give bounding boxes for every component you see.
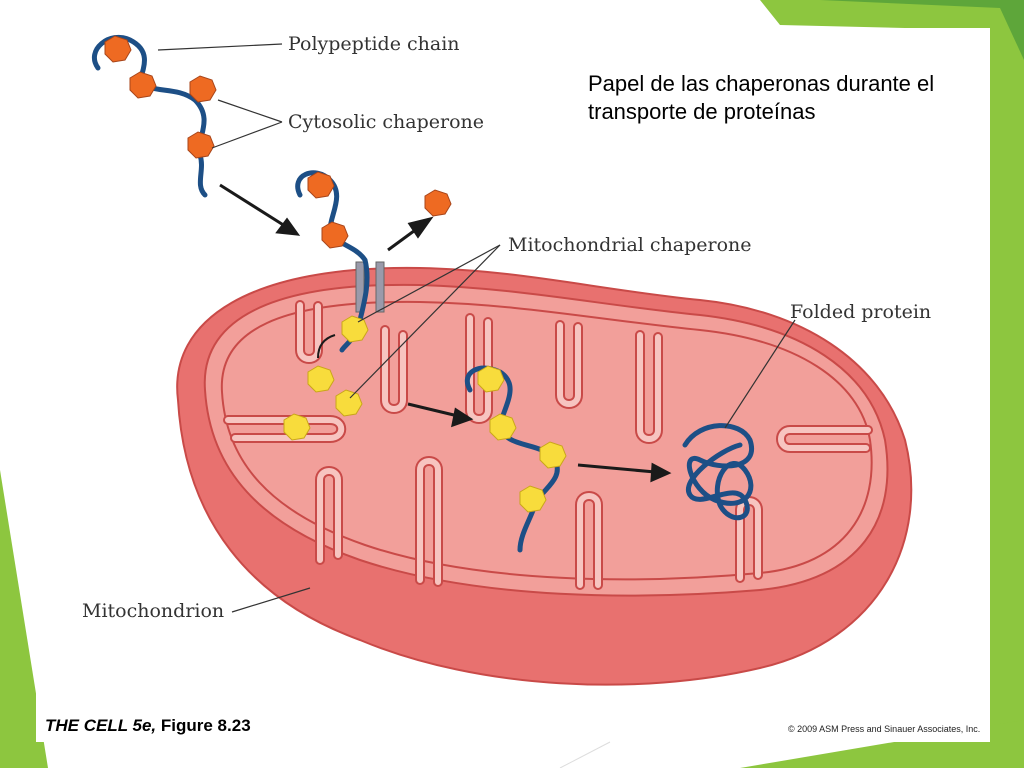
released-cytosolic-chaperone: [424, 189, 452, 217]
folded-protein: [682, 423, 755, 521]
mitochondrial-chaperone: [489, 413, 517, 441]
figure-number: Figure 8.23: [160, 716, 251, 735]
arrowhead: [275, 217, 301, 236]
leader-cytosolic-1: [217, 99, 283, 123]
cytosolic-chaperone: [129, 71, 157, 99]
inner-membrane: [220, 300, 873, 581]
crista: [577, 493, 601, 588]
mitochondrial-chaperone: [519, 485, 547, 513]
label-folded-protein: Folded protein: [790, 301, 931, 323]
mitochondrial-chaperone: [341, 315, 369, 343]
arrow-to-import: [219, 183, 286, 228]
cytosolic-chaperone: [307, 171, 335, 199]
label-polypeptide-chain: Polypeptide chain: [288, 33, 460, 55]
book-title: THE CELL 5e,: [45, 716, 157, 735]
cytosolic-chaperone: [187, 131, 215, 159]
crista: [467, 315, 491, 422]
slide-title-line1: Papel de las chaperonas durante el: [588, 71, 935, 96]
mitochondrial-chaperone: [335, 389, 363, 417]
label-cytosolic-chaperone: Cytosolic chaperone: [288, 111, 484, 133]
arrowhead: [650, 462, 672, 483]
leader-mito-1: [357, 244, 501, 323]
crista: [557, 322, 581, 407]
copyright-notice: © 2009 ASM Press and Sinauer Associates,…: [788, 724, 981, 734]
mitochondrial-chaperone: [307, 365, 335, 393]
leader-polypeptide: [157, 43, 283, 51]
cytosolic-chaperone: [104, 35, 132, 63]
cytosolic-chaperone: [189, 75, 217, 103]
crista: [778, 427, 871, 451]
crista: [225, 417, 345, 441]
arrow-small: [317, 334, 336, 359]
mitochondrion: [176, 261, 913, 686]
arrow-folding: [577, 463, 656, 474]
matrix: [203, 283, 889, 597]
crista: [737, 498, 761, 581]
mitochondrial-chaperone: [283, 413, 311, 441]
leader-mitochondrion: [231, 587, 311, 613]
green-accent-right: [760, 0, 1024, 768]
arrow-matrix: [407, 402, 459, 418]
leader-cytosolic-2: [211, 121, 283, 149]
leader-lines: [157, 43, 796, 613]
cytosolic-chaperones: [104, 35, 452, 249]
crista: [417, 458, 441, 585]
crista: [637, 332, 661, 442]
translocon-channel: [375, 261, 385, 313]
label-mitochondrial-chaperone: Mitochondrial chaperone: [508, 234, 752, 256]
arrowhead: [451, 407, 474, 428]
mitochondrial-chaperones: [283, 315, 567, 513]
mitochondrial-chaperone: [539, 441, 567, 469]
green-accent-right-dark: [820, 0, 1024, 60]
crista: [382, 327, 406, 412]
label-mitochondrion: Mitochondrion: [82, 600, 224, 622]
slide-title: Papel de las chaperonas durante el trans…: [588, 70, 998, 126]
polypeptide-chain-cytosol: [92, 34, 208, 198]
leader-mito-2: [349, 244, 501, 399]
process-arrows: [219, 183, 672, 483]
cytosolic-chaperone: [321, 221, 349, 249]
divider-line: [559, 741, 611, 768]
leader-folded: [724, 319, 796, 429]
mitochondrial-chaperone: [477, 365, 505, 393]
crista: [317, 468, 341, 563]
slide-title-line2: transporte de proteínas: [588, 99, 816, 124]
figure-caption: THE CELL 5e, Figure 8.23: [45, 716, 251, 736]
arrowhead: [407, 216, 434, 239]
arrow-release: [387, 226, 419, 252]
